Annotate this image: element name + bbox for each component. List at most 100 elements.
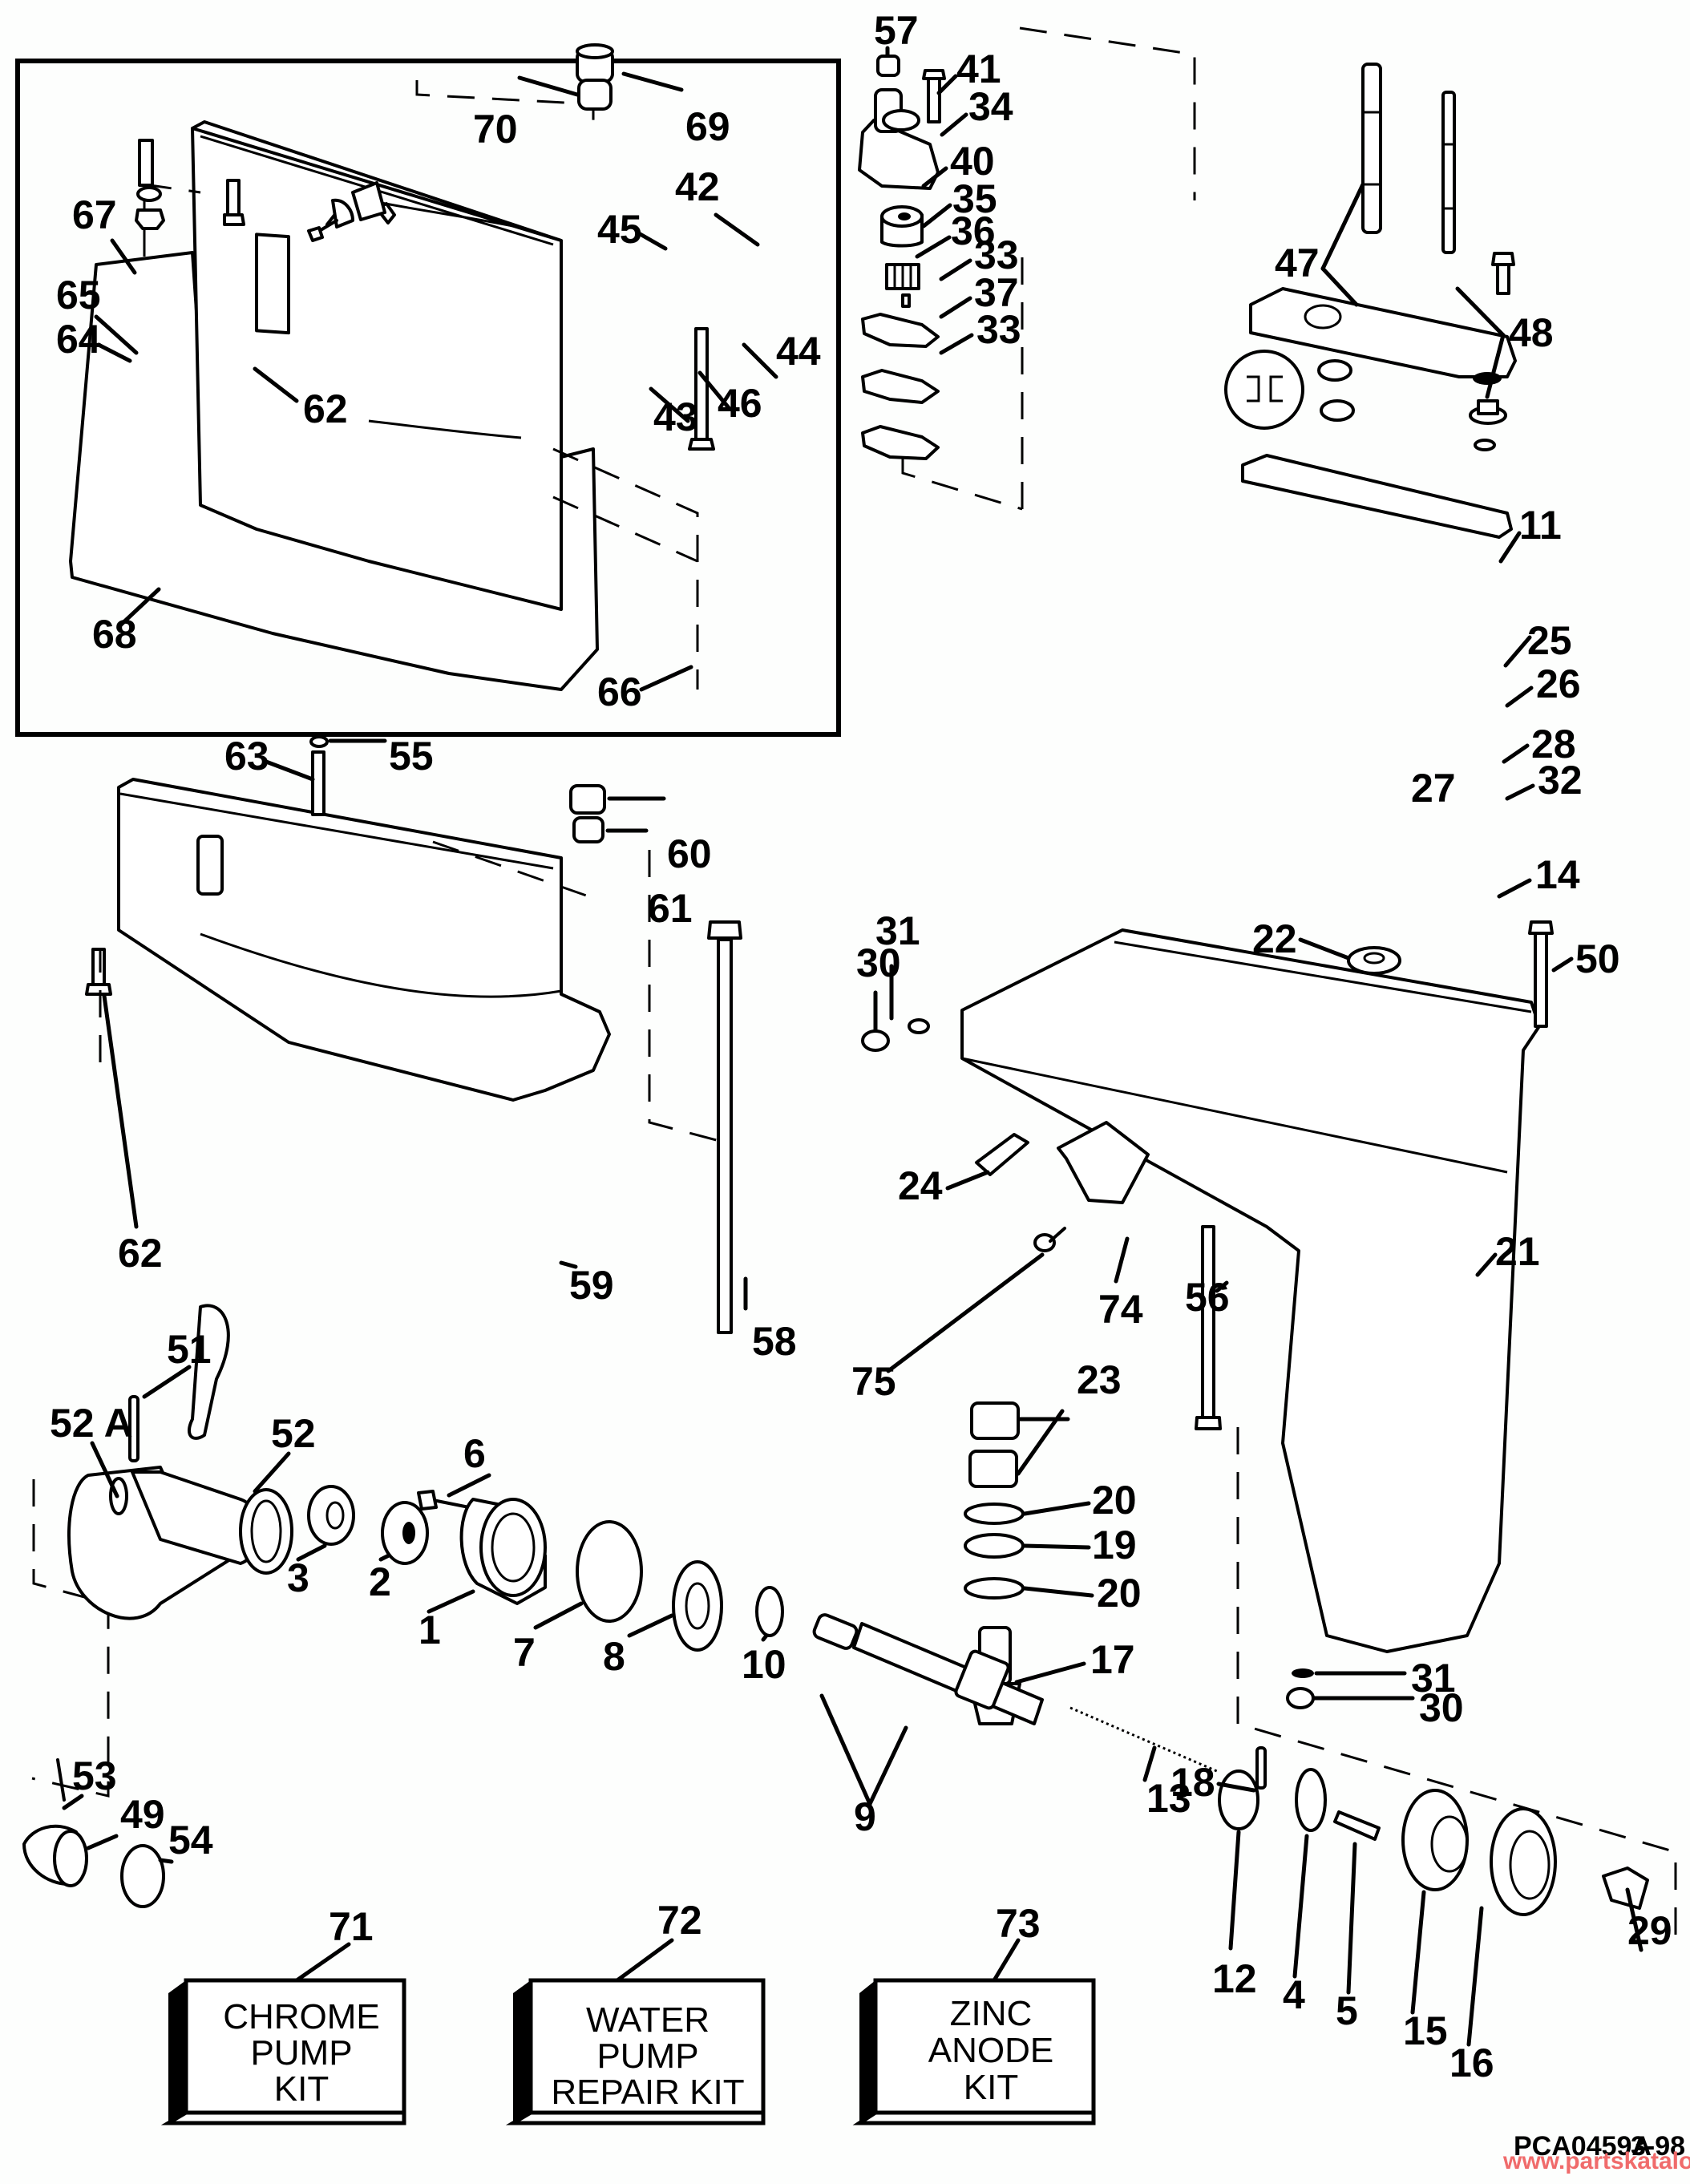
- screw-30-lower: [1286, 1687, 1315, 1709]
- kit-72-line-1: WATER: [586, 2000, 710, 2040]
- seals-27: [1224, 350, 1355, 430]
- callout-65: 65: [56, 273, 101, 317]
- gearcase-21: [960, 928, 1541, 1653]
- callout-69: 69: [685, 104, 730, 149]
- kit-71-line-1: CHROME: [223, 1997, 380, 2036]
- kit-71-chrome-pump-kit: 71 CHROME PUMP KIT: [160, 1904, 406, 2125]
- kit-72-number: 72: [657, 1898, 702, 1943]
- callout-13: 13: [1146, 1776, 1191, 1821]
- callout-32: 32: [1538, 758, 1583, 803]
- callout-55: 55: [389, 734, 434, 779]
- watermark[interactable]: www.partskatalog.ru: [1502, 2148, 1690, 2174]
- callout-18: 18: [1170, 1760, 1215, 1805]
- callout-35: 35: [952, 176, 997, 221]
- screen-24: [975, 1133, 1029, 1176]
- kit-71-number: 71: [329, 1904, 374, 1949]
- nut-64: [135, 208, 165, 230]
- callout-34: 34: [968, 84, 1013, 129]
- driveshaft-47: [1361, 63, 1382, 234]
- thrust-washer-20-lower: [964, 1577, 1025, 1600]
- callout-5: 5: [1336, 1988, 1358, 2033]
- callout-28: 28: [1531, 722, 1576, 766]
- shift-rod-48: [1441, 91, 1456, 254]
- callout-12: 12: [1212, 1956, 1257, 2001]
- callout-6: 6: [463, 1431, 486, 1476]
- callout-50: 50: [1575, 936, 1620, 981]
- callout-23: 23: [1077, 1357, 1122, 1402]
- kit-73-line-3: KIT: [964, 2068, 1018, 2107]
- callout-51: 51: [167, 1327, 212, 1372]
- callout-14: 14: [1535, 852, 1580, 897]
- callout-42: 42: [675, 164, 720, 209]
- bushing-69: [576, 43, 614, 83]
- callout-43: 43: [653, 394, 698, 439]
- kit-71-line-3: KIT: [274, 2069, 329, 2109]
- screw-75: [1033, 1227, 1066, 1252]
- callout-41: 41: [956, 47, 1001, 91]
- callout-59: 59: [569, 1263, 614, 1308]
- callout-44: 44: [776, 329, 821, 374]
- spring-13: [1069, 1706, 1219, 1773]
- bearing-housing-1: [459, 1498, 547, 1605]
- callout-52a: 52 A: [50, 1401, 133, 1446]
- bushing-61: [572, 816, 604, 843]
- cup-57: [876, 55, 900, 77]
- gasket-33-upper: [861, 313, 940, 348]
- callout-37: 37: [974, 270, 1019, 315]
- callout-31a: 31: [875, 908, 920, 953]
- clutch-dog-12: [1218, 1769, 1259, 1830]
- kit-71-line-2: PUMP: [250, 2033, 352, 2073]
- callout-58: 58: [752, 1319, 797, 1364]
- thrust-washer-3: [307, 1485, 355, 1546]
- callout-48: 48: [1509, 310, 1554, 355]
- callout-22: 22: [1252, 916, 1297, 961]
- kit-73-zinc-anode-kit: 73 ZINC ANODE KIT: [852, 1901, 1096, 2125]
- callout-53: 53: [72, 1753, 117, 1798]
- callout-24: 24: [898, 1163, 943, 1208]
- propeller-shaft-9: [812, 1613, 1044, 1725]
- callout-7: 7: [513, 1630, 536, 1675]
- anode-29: [1602, 1867, 1649, 1910]
- callout-16: 16: [1449, 2040, 1494, 2085]
- forward-gear-8: [672, 1560, 723, 1652]
- callout-64: 64: [56, 317, 101, 362]
- bearing-23-upper: [970, 1401, 1020, 1440]
- drawing-date: 3-98: [1631, 2131, 1685, 2162]
- stud-67: [138, 139, 154, 187]
- callout-57: 57: [874, 8, 919, 53]
- water-pump-housing-34: [858, 88, 940, 190]
- key-36: [901, 293, 911, 308]
- plate-37: [861, 369, 940, 404]
- callout-1: 1: [418, 1608, 441, 1652]
- retaining-ring-4: [1295, 1768, 1327, 1832]
- screw-66: [688, 327, 715, 451]
- callout-30b: 30: [1419, 1685, 1464, 1730]
- washer-26: [1473, 372, 1502, 385]
- callout-36: 36: [951, 208, 996, 253]
- callout-33b: 33: [976, 307, 1021, 352]
- callout-75: 75: [851, 1359, 896, 1404]
- screw-50: [1528, 920, 1554, 1028]
- callout-61: 61: [648, 886, 693, 931]
- o-ring-55: [309, 735, 329, 748]
- bushing-28: [1469, 399, 1507, 425]
- seal-2: [381, 1501, 429, 1565]
- pin-51: [128, 1395, 139, 1462]
- kit-72-water-pump-repair-kit: 72 WATER PUMP REPAIR KIT: [505, 1898, 766, 2125]
- long-stud-58: [707, 920, 742, 1334]
- callout-63: 63: [224, 734, 269, 779]
- cotter-pin-53: [56, 1758, 66, 1802]
- callout-33a: 33: [974, 233, 1019, 277]
- callout-4: 4: [1283, 1972, 1305, 2017]
- screw-11: [1491, 252, 1515, 295]
- callout-56: 56: [1185, 1275, 1230, 1320]
- callout-21: 21: [1495, 1229, 1540, 1274]
- o-ring-7: [576, 1520, 643, 1623]
- retainer-32: [1474, 439, 1496, 451]
- screw-6: [417, 1490, 471, 1511]
- callout-2: 2: [369, 1559, 391, 1604]
- callout-3: 3: [287, 1555, 309, 1600]
- kit-73-line-1: ZINC: [950, 1994, 1033, 2033]
- screw-30-upper: [861, 1029, 890, 1052]
- callout-62b: 62: [118, 1231, 163, 1276]
